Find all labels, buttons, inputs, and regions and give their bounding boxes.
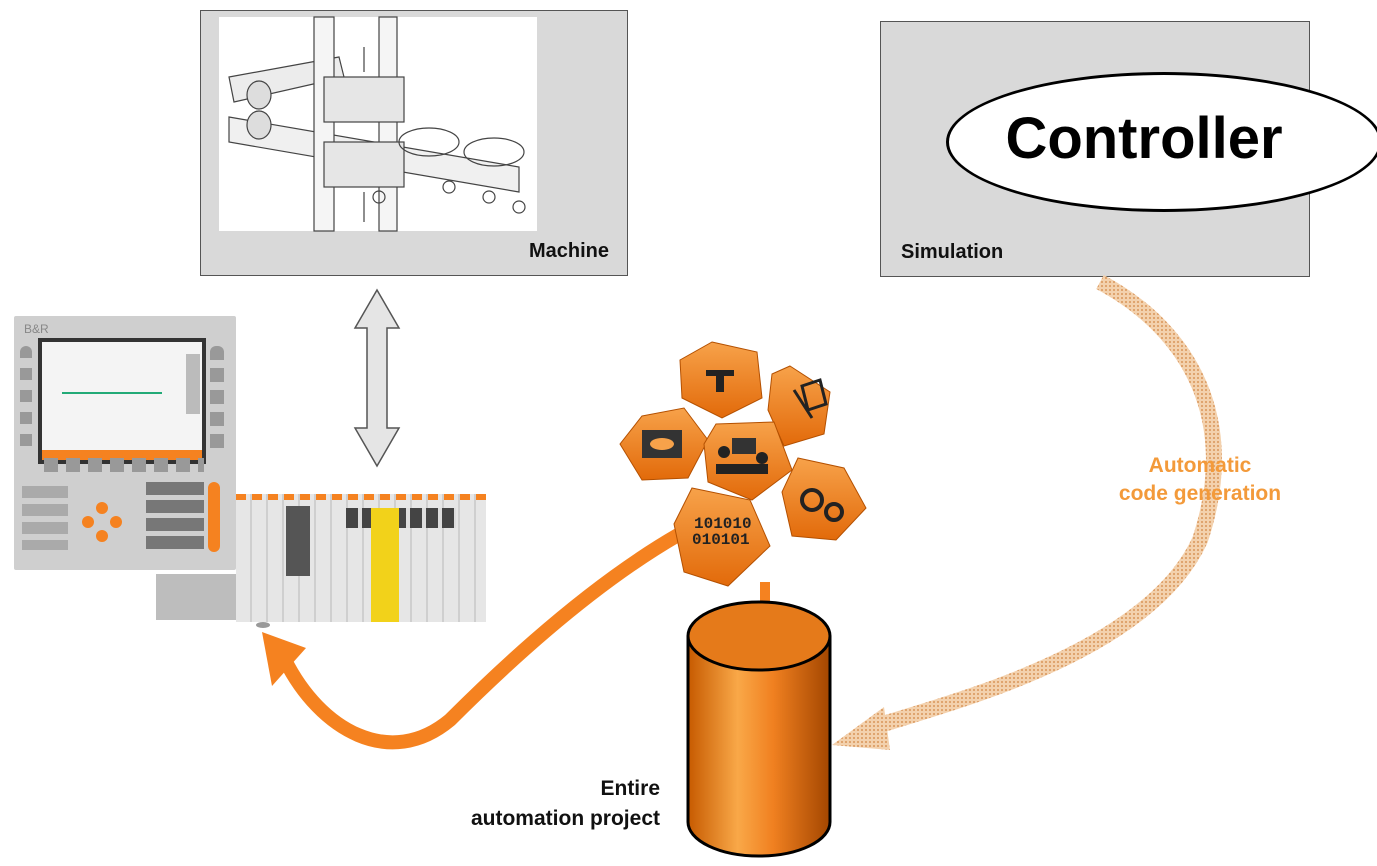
bidirectional-arrow-icon (353, 288, 401, 468)
simulation-label: Simulation (901, 241, 1004, 263)
tools-icon (767, 365, 831, 447)
entire-label-line2: automation project (470, 807, 660, 830)
controller-label: Controller (1005, 105, 1283, 171)
automatic-code-generation-label: Automatic code generation (1080, 452, 1320, 508)
automatic-label-line2: code generation (1118, 482, 1282, 505)
entire-label-line1: Entire (600, 777, 660, 800)
svg-text:010101: 010101 (692, 531, 750, 549)
automatic-label-line1: Automatic (1148, 454, 1252, 477)
people-meeting-icon (703, 421, 793, 501)
machine-illustration (219, 16, 537, 232)
hmi-brand-logo: B&R (24, 322, 49, 336)
io-modules (156, 494, 486, 628)
machine-box: Machine (200, 10, 628, 276)
database-cylinder-icon (686, 582, 832, 858)
hexagon-cluster: 101010 010101 (619, 341, 867, 587)
machine-label: Machine (528, 240, 609, 262)
hmi-panel: B&R (14, 316, 236, 570)
controller-ellipse: Controller (946, 72, 1377, 212)
gears-icon (781, 457, 867, 541)
hmi-screen (38, 338, 206, 464)
svg-text:101010: 101010 (694, 515, 752, 533)
binary-code-icon (673, 487, 771, 587)
conveyor-machine-icon (228, 16, 526, 232)
entire-project-label: Entire automation project (380, 774, 660, 834)
